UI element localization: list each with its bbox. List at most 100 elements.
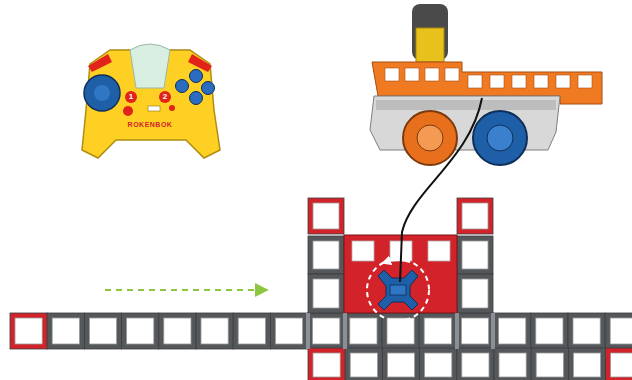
action-button xyxy=(176,80,189,93)
track-frame xyxy=(270,313,307,349)
track-frame xyxy=(159,313,196,349)
track-frame xyxy=(345,313,382,349)
track-hole xyxy=(462,241,488,269)
wheel-hub xyxy=(487,125,513,151)
select-button xyxy=(123,106,133,116)
rotation-arrow xyxy=(386,260,410,262)
track-joint xyxy=(455,313,459,349)
track-frame xyxy=(196,313,233,349)
track-frame xyxy=(420,348,457,380)
slide-switch xyxy=(148,106,160,111)
track-frame xyxy=(382,348,419,380)
callout-number: 2 xyxy=(163,93,167,101)
turntable xyxy=(367,259,429,321)
body-hole xyxy=(425,68,439,81)
track xyxy=(10,198,632,380)
track-frame xyxy=(10,313,47,349)
vehicle xyxy=(370,4,602,165)
body-hole xyxy=(385,68,399,81)
track-frame xyxy=(308,198,344,234)
track-hole xyxy=(350,353,377,377)
action-button xyxy=(190,92,203,105)
track-hole xyxy=(52,318,79,344)
platform-hole xyxy=(352,241,374,261)
track-hole xyxy=(462,353,489,377)
track-joint xyxy=(306,313,310,349)
blue-x-piece xyxy=(378,270,418,310)
track-frame xyxy=(457,274,493,313)
track-hole xyxy=(387,318,414,344)
button-1 xyxy=(125,91,137,103)
track-frame xyxy=(308,274,344,313)
chassis-rail xyxy=(376,100,556,110)
body-hole xyxy=(445,68,459,81)
callout-number: 1 xyxy=(129,93,133,101)
track-hole xyxy=(573,353,600,377)
body-hole xyxy=(490,75,504,88)
track-frame xyxy=(308,313,345,349)
rotation-circle xyxy=(367,259,429,321)
body-hole xyxy=(578,75,592,88)
left-bumper xyxy=(88,54,112,72)
track-hole xyxy=(15,318,42,344)
track-hole xyxy=(462,203,488,229)
track-hole xyxy=(499,353,526,377)
wheel-hub xyxy=(417,125,443,151)
track-frame xyxy=(494,313,531,349)
track-hole xyxy=(573,318,600,344)
track-frame xyxy=(531,313,568,349)
track-frame xyxy=(345,348,382,380)
track-hole xyxy=(610,318,632,344)
track-joint xyxy=(343,313,347,349)
track-frame xyxy=(568,348,605,380)
direction-pad xyxy=(84,75,120,111)
track-frame xyxy=(47,313,84,349)
body-hole xyxy=(512,75,526,88)
track-frame xyxy=(382,313,419,349)
track-hole xyxy=(127,318,154,344)
track-frame xyxy=(457,348,494,380)
track-hole xyxy=(164,318,191,344)
track-frame xyxy=(122,313,159,349)
track-hole xyxy=(313,241,339,269)
vehicle-battery xyxy=(416,28,444,62)
track-frame xyxy=(457,236,493,274)
track-frame xyxy=(233,313,270,349)
leader-cable xyxy=(400,98,482,282)
right-bumper xyxy=(188,54,212,72)
track-frame xyxy=(531,348,568,380)
track-hole xyxy=(201,318,228,344)
track-hole xyxy=(238,318,265,344)
body-hole xyxy=(405,68,419,81)
track-hole xyxy=(313,318,340,344)
track-hole xyxy=(89,318,116,344)
body-hole xyxy=(468,75,482,88)
track-frame xyxy=(605,313,632,349)
track-frame xyxy=(419,313,456,349)
track-hole xyxy=(499,318,526,344)
platform-hole xyxy=(428,241,450,261)
track-frame xyxy=(456,313,493,349)
track-frame xyxy=(308,348,345,380)
clear-dome xyxy=(130,44,170,88)
button-2 xyxy=(159,91,171,103)
direction-pad-center xyxy=(94,85,110,101)
brand-label: ROKENBOK xyxy=(128,121,173,128)
action-button xyxy=(202,82,215,95)
indicator-dot xyxy=(169,105,175,111)
track-hole xyxy=(350,318,377,344)
track-hole xyxy=(611,353,632,377)
track-frame xyxy=(494,348,531,380)
blue-x-hub xyxy=(390,285,406,295)
track-hole xyxy=(424,318,451,344)
track-frame xyxy=(308,236,344,274)
body-hole xyxy=(556,75,570,88)
track-hole xyxy=(275,318,302,344)
track-frame xyxy=(457,198,493,234)
track-frame xyxy=(568,313,605,349)
action-button xyxy=(190,70,203,83)
track-hole xyxy=(536,318,563,344)
